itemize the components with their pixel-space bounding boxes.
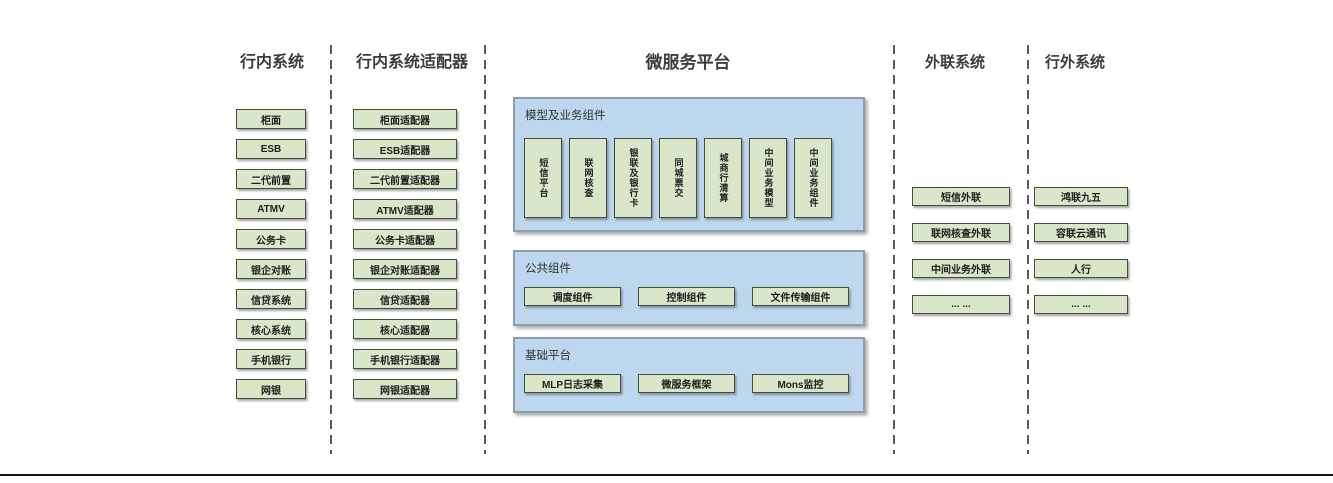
adapter-box: 网银适配器	[353, 379, 457, 399]
base-platform-box: Mons监控	[752, 374, 849, 393]
outbank-system-box: 鸿联九五	[1034, 187, 1128, 206]
outbank-system-box: ... ...	[1034, 295, 1128, 314]
panel-model-business-components: 模型及业务组件 短信平台 联网核查 银联及银行卡 同城票交 城商行清算 中间业务…	[513, 97, 865, 232]
panel-title: 模型及业务组件	[525, 110, 606, 122]
model-component-box: 中间业务模型	[749, 138, 787, 218]
inbank-system-box: ATMV	[236, 199, 306, 219]
inbank-system-box: 二代前置	[236, 169, 306, 189]
external-link-box: ... ...	[912, 295, 1010, 314]
column-title-inbank-adapters: 行内系统适配器	[355, 54, 468, 71]
inbank-system-box: 信贷系统	[236, 289, 306, 309]
inbank-system-box: 银企对账	[236, 259, 306, 279]
column-title-inbank-systems: 行内系统	[239, 54, 304, 71]
inbank-system-box: 手机银行	[236, 349, 306, 369]
base-platform-box: MLP日志采集	[524, 374, 621, 393]
model-component-box: 中间业务组件	[794, 138, 832, 218]
external-link-box: 联网核查外联	[912, 223, 1010, 242]
inbank-system-box: 核心系统	[236, 319, 306, 339]
model-component-box: 短信平台	[524, 138, 562, 218]
model-component-box: 银联及银行卡	[614, 138, 652, 218]
model-component-box: 联网核查	[569, 138, 607, 218]
external-link-box: 短信外联	[912, 187, 1010, 206]
inbank-system-box: 公务卡	[236, 229, 306, 249]
common-component-box: 文件传输组件	[752, 287, 849, 306]
model-component-box: 同城票交	[659, 138, 697, 218]
column-divider	[484, 45, 486, 454]
inbank-system-box: 柜面	[236, 109, 306, 129]
common-component-box: 调度组件	[524, 287, 621, 306]
bottom-divider-line	[0, 474, 1333, 476]
external-link-box: 中间业务外联	[912, 259, 1010, 278]
column-divider	[893, 45, 895, 454]
adapter-box: ATMV适配器	[353, 199, 457, 219]
common-component-box: 控制组件	[638, 287, 735, 306]
panel-title: 公共组件	[525, 263, 571, 275]
adapter-box: ESB适配器	[353, 139, 457, 159]
adapter-box: 银企对账适配器	[353, 259, 457, 279]
column-title-microservice-platform: 微服务平台	[645, 53, 731, 72]
adapter-box: 二代前置适配器	[353, 169, 457, 189]
column-title-outbank-systems: 行外系统	[1044, 54, 1105, 71]
outbank-system-box: 容联云通讯	[1034, 223, 1128, 242]
base-platform-box: 微服务框架	[638, 374, 735, 393]
adapter-box: 柜面适配器	[353, 109, 457, 129]
column-title-external-link-systems: 外联系统	[924, 54, 985, 71]
panel-title: 基础平台	[525, 350, 571, 362]
panel-base-platform: 基础平台 MLP日志采集 微服务框架 Mons监控	[513, 337, 865, 413]
column-divider	[330, 45, 332, 454]
adapter-box: 核心适配器	[353, 319, 457, 339]
panel-common-components: 公共组件 调度组件 控制组件 文件传输组件	[513, 250, 865, 326]
inbank-system-box: ESB	[236, 139, 306, 159]
adapter-box: 信贷适配器	[353, 289, 457, 309]
outbank-system-box: 人行	[1034, 259, 1128, 278]
column-divider	[1027, 45, 1029, 454]
inbank-system-box: 网银	[236, 379, 306, 399]
adapter-box: 手机银行适配器	[353, 349, 457, 369]
adapter-box: 公务卡适配器	[353, 229, 457, 249]
model-component-box: 城商行清算	[704, 138, 742, 218]
